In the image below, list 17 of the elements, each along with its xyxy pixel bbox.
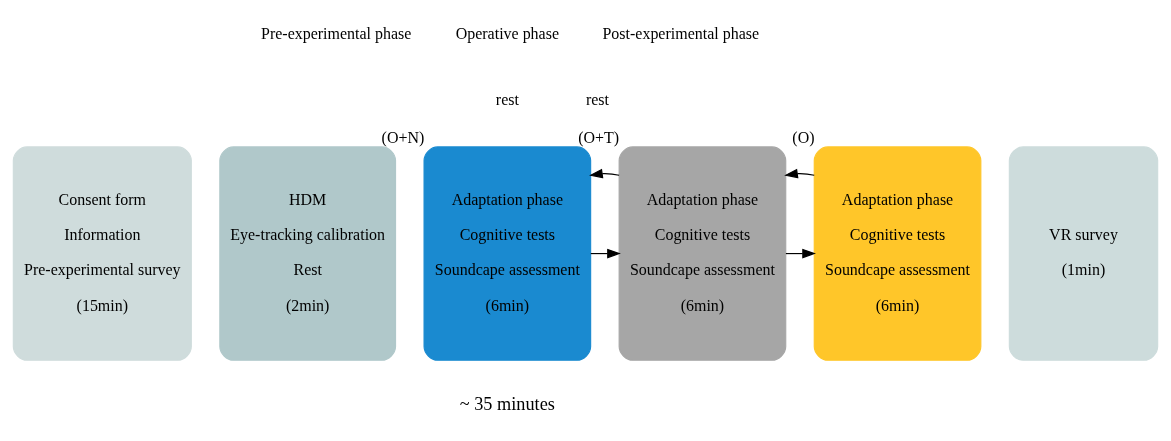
arrow xyxy=(784,168,815,179)
arrow xyxy=(589,168,620,179)
node-box: Adaptation phase Cognitive tests Soundcape assessment (6min) xyxy=(618,146,787,361)
node-label: (O+N) xyxy=(381,128,425,146)
node-label: (O+T) xyxy=(578,128,620,146)
label: ~ 35 minutes xyxy=(459,394,555,415)
node-box: HDM Eye-tracking calibration Rest (2min) xyxy=(219,146,397,361)
node-box: Adaptation phase Cognitive tests Soundcape assessment (6min) xyxy=(423,146,592,361)
label: Pre-experimental phase xyxy=(261,25,412,43)
label: rest xyxy=(585,91,610,109)
node-box: VR survey (1min) xyxy=(1008,146,1159,361)
label: rest xyxy=(495,91,519,109)
node-box: Adaptation phase Cognitive tests Soundcape assessment (6min) xyxy=(813,146,982,361)
label: Post-experimental phase xyxy=(602,25,760,43)
node-label: (O) xyxy=(792,128,815,146)
node-box: Consent form Information Pre-experimental survey (15min) xyxy=(12,146,192,361)
label: Operative phase xyxy=(455,25,559,43)
